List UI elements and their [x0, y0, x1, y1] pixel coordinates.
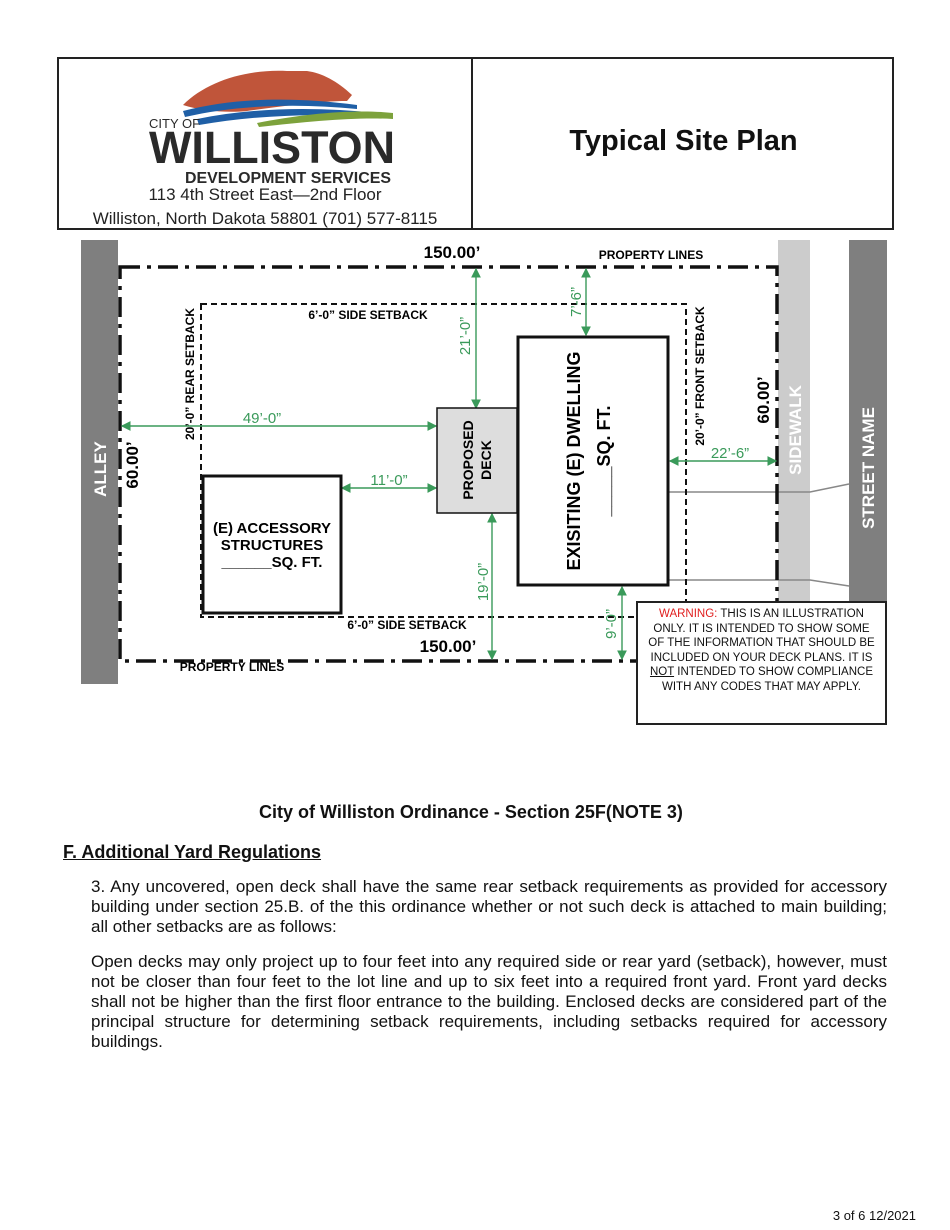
document-title: Typical Site Plan: [569, 125, 798, 157]
property-lines-bottom-label: PROPERTY LINES: [180, 660, 284, 674]
front-setback-label: 20’-0” FRONT SETBACK: [693, 306, 707, 446]
alley-strip: [81, 240, 118, 684]
dim-11-label: 11’-0”: [370, 472, 407, 489]
street-label: STREET NAME: [859, 407, 878, 529]
williston-logo: CITY OF WILLISTON DEVELOPMENT SERVICES: [149, 70, 395, 187]
ordinance-title: City of Williston Ordinance - Section 25…: [259, 802, 683, 822]
depth-right-label: 60.00’: [754, 376, 773, 423]
width-bottom-label: 150.00’: [420, 637, 477, 656]
address-line-1: 113 4th Street East—2nd Floor: [148, 185, 382, 204]
logo-city-of: CITY OF: [149, 116, 200, 131]
side-setback-top-label: 6’-0” SIDE SETBACK: [308, 308, 428, 322]
proposed-deck: [436, 407, 518, 514]
sidewalk-strip: [778, 240, 810, 636]
warning-label: WARNING:: [659, 608, 718, 620]
header-box: CITY OF WILLISTON DEVELOPMENT SERVICES 1…: [57, 57, 894, 230]
accessory-structures: [201, 474, 343, 615]
width-top-label: 150.00’: [424, 243, 481, 262]
accessory-label-3: ______SQ. FT.: [221, 554, 323, 571]
dim-49-label: 49’-0”: [243, 410, 281, 427]
alley-label: ALLEY: [91, 440, 110, 496]
warning-text-1: THIS IS AN ILLUSTRATION ONLY. IT IS INTE…: [648, 608, 875, 664]
dim-19-label: 19’-0”: [475, 563, 492, 601]
address-line-2: Williston, North Dakota 58801 (701) 577-…: [92, 209, 438, 228]
dim-21-label: 21’-0”: [457, 317, 474, 355]
property-lines-top-label: PROPERTY LINES: [599, 248, 703, 262]
warning-text-2: INTENDED TO SHOW COMPLIANCE WITH ANY COD…: [662, 666, 873, 693]
section-heading: F. Additional Yard Regulations: [63, 842, 322, 862]
logo-wave-green: [257, 111, 393, 127]
dim-7-6-label: 7’-6”: [568, 287, 585, 317]
street-strip: [849, 240, 887, 601]
logo-wave-blue: [183, 99, 357, 117]
deck-label-1: PROPOSED: [460, 420, 476, 499]
page-footer: 3 of 6 12/2021: [832, 1208, 916, 1223]
dim-9-label: 9’-0”: [603, 609, 620, 639]
ordinance-paragraph-2: Open decks may only project up to four f…: [91, 952, 887, 1051]
header-divider: [471, 59, 473, 228]
accessory-label-1: (E) ACCESSORY: [213, 520, 331, 537]
logo-department: DEVELOPMENT SERVICES: [185, 170, 391, 187]
dwelling-label-2: _____SQ. FT.: [594, 405, 614, 517]
dwelling-label-1: EXISITING (E) DWELLING: [564, 352, 584, 571]
logo-name: WILLISTON: [149, 122, 395, 173]
existing-dwelling: [516, 335, 670, 587]
sidewalk-label: SIDEWALK: [786, 384, 805, 474]
accessory-label-2: STRUCTURES: [221, 537, 324, 554]
dim-22-6-label: 22’-6”: [711, 445, 749, 462]
warning-not: NOT: [649, 666, 675, 678]
deck-label-2: DECK: [478, 440, 494, 480]
rear-setback-label: 20’-0” REAR SETBACK: [183, 308, 197, 440]
side-setback-bottom-label: 6’-0” SIDE SETBACK: [347, 618, 467, 632]
driveway-line-bottom: [668, 579, 850, 587]
ordinance-paragraph-1: 3. Any uncovered, open deck shall have t…: [91, 877, 887, 936]
depth-left-label: 60.00’: [123, 441, 142, 488]
driveway-line-top: [668, 483, 850, 493]
site-plan-diagram: ALLEY SIDEWALK STREET NAME 150.00’ PROPE…: [81, 240, 887, 684]
warning-box: WARNING: THIS IS AN ILLUSTRATION ONLY. I…: [636, 601, 887, 725]
